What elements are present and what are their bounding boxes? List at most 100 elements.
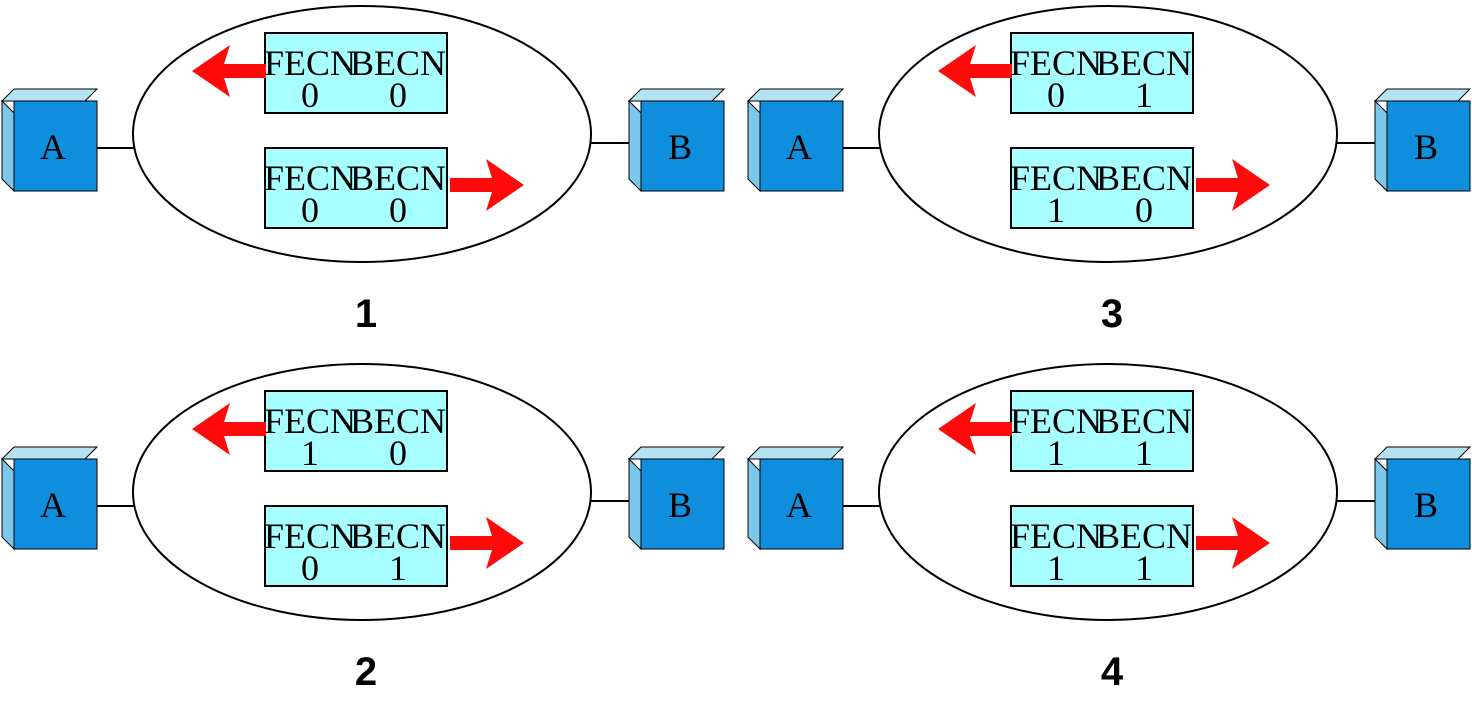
fecn-label: FECN <box>1010 43 1102 83</box>
frame-box <box>1010 147 1194 229</box>
becn-value: 1 <box>1135 75 1153 115</box>
fecn-value: 1 <box>1047 548 1065 588</box>
fecn-value: 1 <box>1047 433 1065 473</box>
frame-box <box>264 505 448 587</box>
arrow-right-icon <box>450 159 524 211</box>
frame-box <box>1010 32 1194 114</box>
arrow-left-icon <box>938 403 1012 455</box>
becn-label: BECN <box>350 158 446 198</box>
becn-value: 1 <box>1135 433 1153 473</box>
becn-value: 0 <box>389 433 407 473</box>
node-side-face <box>1 457 15 551</box>
node-top-face <box>0 88 99 102</box>
frame-box <box>264 147 448 229</box>
becn-value: 0 <box>1135 190 1153 230</box>
node-b-label: B <box>1414 127 1438 167</box>
becn-label: BECN <box>350 401 446 441</box>
node-b: B <box>627 446 726 551</box>
node-front-face <box>13 458 98 550</box>
node-front-face <box>1386 458 1471 550</box>
fecn-value: 0 <box>301 75 319 115</box>
node-a: A <box>746 88 845 193</box>
arrow-left-icon <box>192 403 266 455</box>
fecn-value: 1 <box>301 433 319 473</box>
node-top-face <box>746 446 845 460</box>
panel-number: 3 <box>1101 292 1123 336</box>
frame-box <box>264 390 448 472</box>
becn-value: 0 <box>389 75 407 115</box>
node-top-face <box>627 446 726 460</box>
node-b-label: B <box>668 127 692 167</box>
panel-number: 4 <box>1101 650 1124 694</box>
fecn-label: FECN <box>264 43 356 83</box>
node-front-face <box>1386 100 1471 192</box>
becn-label: BECN <box>1096 158 1192 198</box>
node-a: A <box>0 446 99 551</box>
node-side-face <box>1374 99 1388 193</box>
node-side-face <box>628 457 642 551</box>
node-front-face <box>640 100 725 192</box>
node-side-face <box>628 99 642 193</box>
node-b-label: B <box>1414 485 1438 525</box>
arrow-right-icon <box>1196 517 1270 569</box>
node-front-face <box>13 100 98 192</box>
node-a-label: A <box>40 127 66 167</box>
becn-value: 0 <box>389 190 407 230</box>
fecn-value: 0 <box>1047 75 1065 115</box>
panel-number: 1 <box>355 292 377 336</box>
node-a: A <box>0 88 99 193</box>
becn-label: BECN <box>1096 516 1192 556</box>
fecn-label: FECN <box>1010 158 1102 198</box>
node-side-face <box>1374 457 1388 551</box>
becn-label: BECN <box>350 516 446 556</box>
fecn-label: FECN <box>1010 516 1102 556</box>
node-a-label: A <box>786 485 812 525</box>
fecn-label: FECN <box>264 516 356 556</box>
frame-box <box>1010 505 1194 587</box>
node-side-face <box>1 99 15 193</box>
node-front-face <box>759 100 844 192</box>
node-top-face <box>746 88 845 102</box>
node-a-label: A <box>40 485 66 525</box>
node-b: B <box>627 88 726 193</box>
node-a-label: A <box>786 127 812 167</box>
node-side-face <box>747 99 761 193</box>
node-side-face <box>747 457 761 551</box>
becn-label: BECN <box>350 43 446 83</box>
fecn-value: 1 <box>1047 190 1065 230</box>
becn-label: BECN <box>1096 401 1192 441</box>
node-top-face <box>1373 88 1472 102</box>
frame-box <box>1010 390 1194 472</box>
node-b: B <box>1373 88 1472 193</box>
node-b-label: B <box>668 485 692 525</box>
becn-value: 1 <box>1135 548 1153 588</box>
becn-label: BECN <box>1096 43 1192 83</box>
arrow-right-icon <box>1196 159 1270 211</box>
panel-number: 2 <box>355 650 377 694</box>
frame-box <box>264 32 448 114</box>
node-a: A <box>746 446 845 551</box>
fecn-label: FECN <box>1010 401 1102 441</box>
arrow-right-icon <box>450 517 524 569</box>
fecn-label: FECN <box>264 401 356 441</box>
arrow-left-icon <box>192 45 266 97</box>
node-top-face <box>627 88 726 102</box>
fecn-label: FECN <box>264 158 356 198</box>
fecn-value: 0 <box>301 190 319 230</box>
node-front-face <box>640 458 725 550</box>
fecn-value: 0 <box>301 548 319 588</box>
becn-value: 1 <box>389 548 407 588</box>
node-b: B <box>1373 446 1472 551</box>
arrow-left-icon <box>938 45 1012 97</box>
